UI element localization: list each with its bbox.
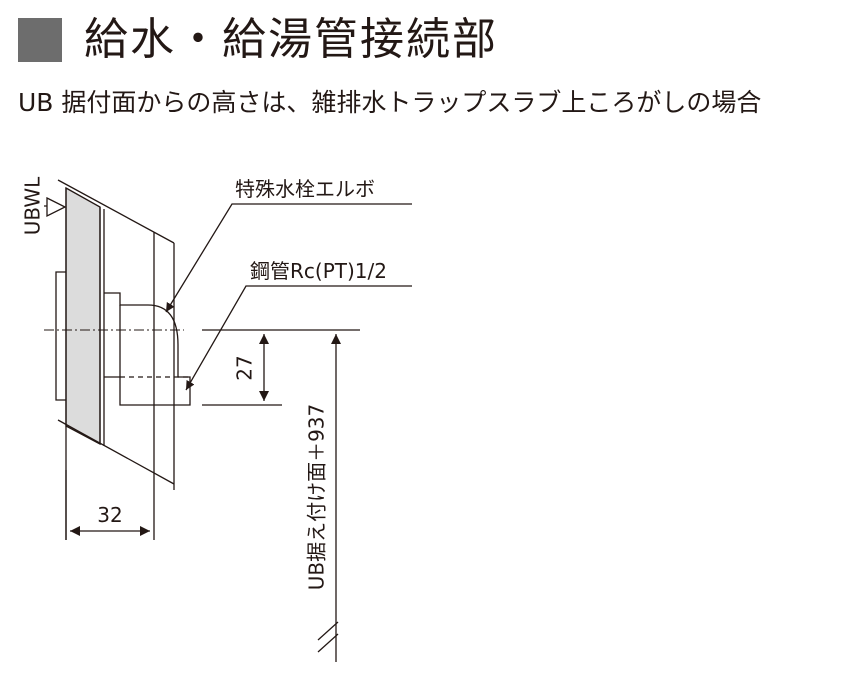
header: 給水・給湯管接続部 [18,12,498,68]
break-mark-1 [317,621,339,641]
page-title: 給水・給湯管接続部 [84,14,498,65]
wall-step [55,271,66,401]
page-subtitle: UB 据付面からの高さは、雑排水トラップスラブ上ころがしの場合 [18,88,762,117]
wall-bottom-line [57,419,175,485]
pipe-leader [185,285,412,391]
ub-height-label: UB据え付け面＋937 [305,404,329,591]
dim-27-label: 27 [233,355,257,380]
ubwl-triangle-icon [46,196,67,218]
ubwl-label: UBWL [21,176,45,235]
wall-panel [65,186,101,446]
elbow-label: 特殊水栓エルボ [235,177,375,201]
pipe-label: 鋼管Rc(PT)1/2 [250,259,387,283]
break-mark-2 [317,633,339,653]
dim-32-label: 32 [97,503,122,527]
elbow-fitting [104,292,191,406]
wall-top-line [57,179,175,244]
elbow-leader [165,203,412,313]
title-square-icon [18,18,62,62]
